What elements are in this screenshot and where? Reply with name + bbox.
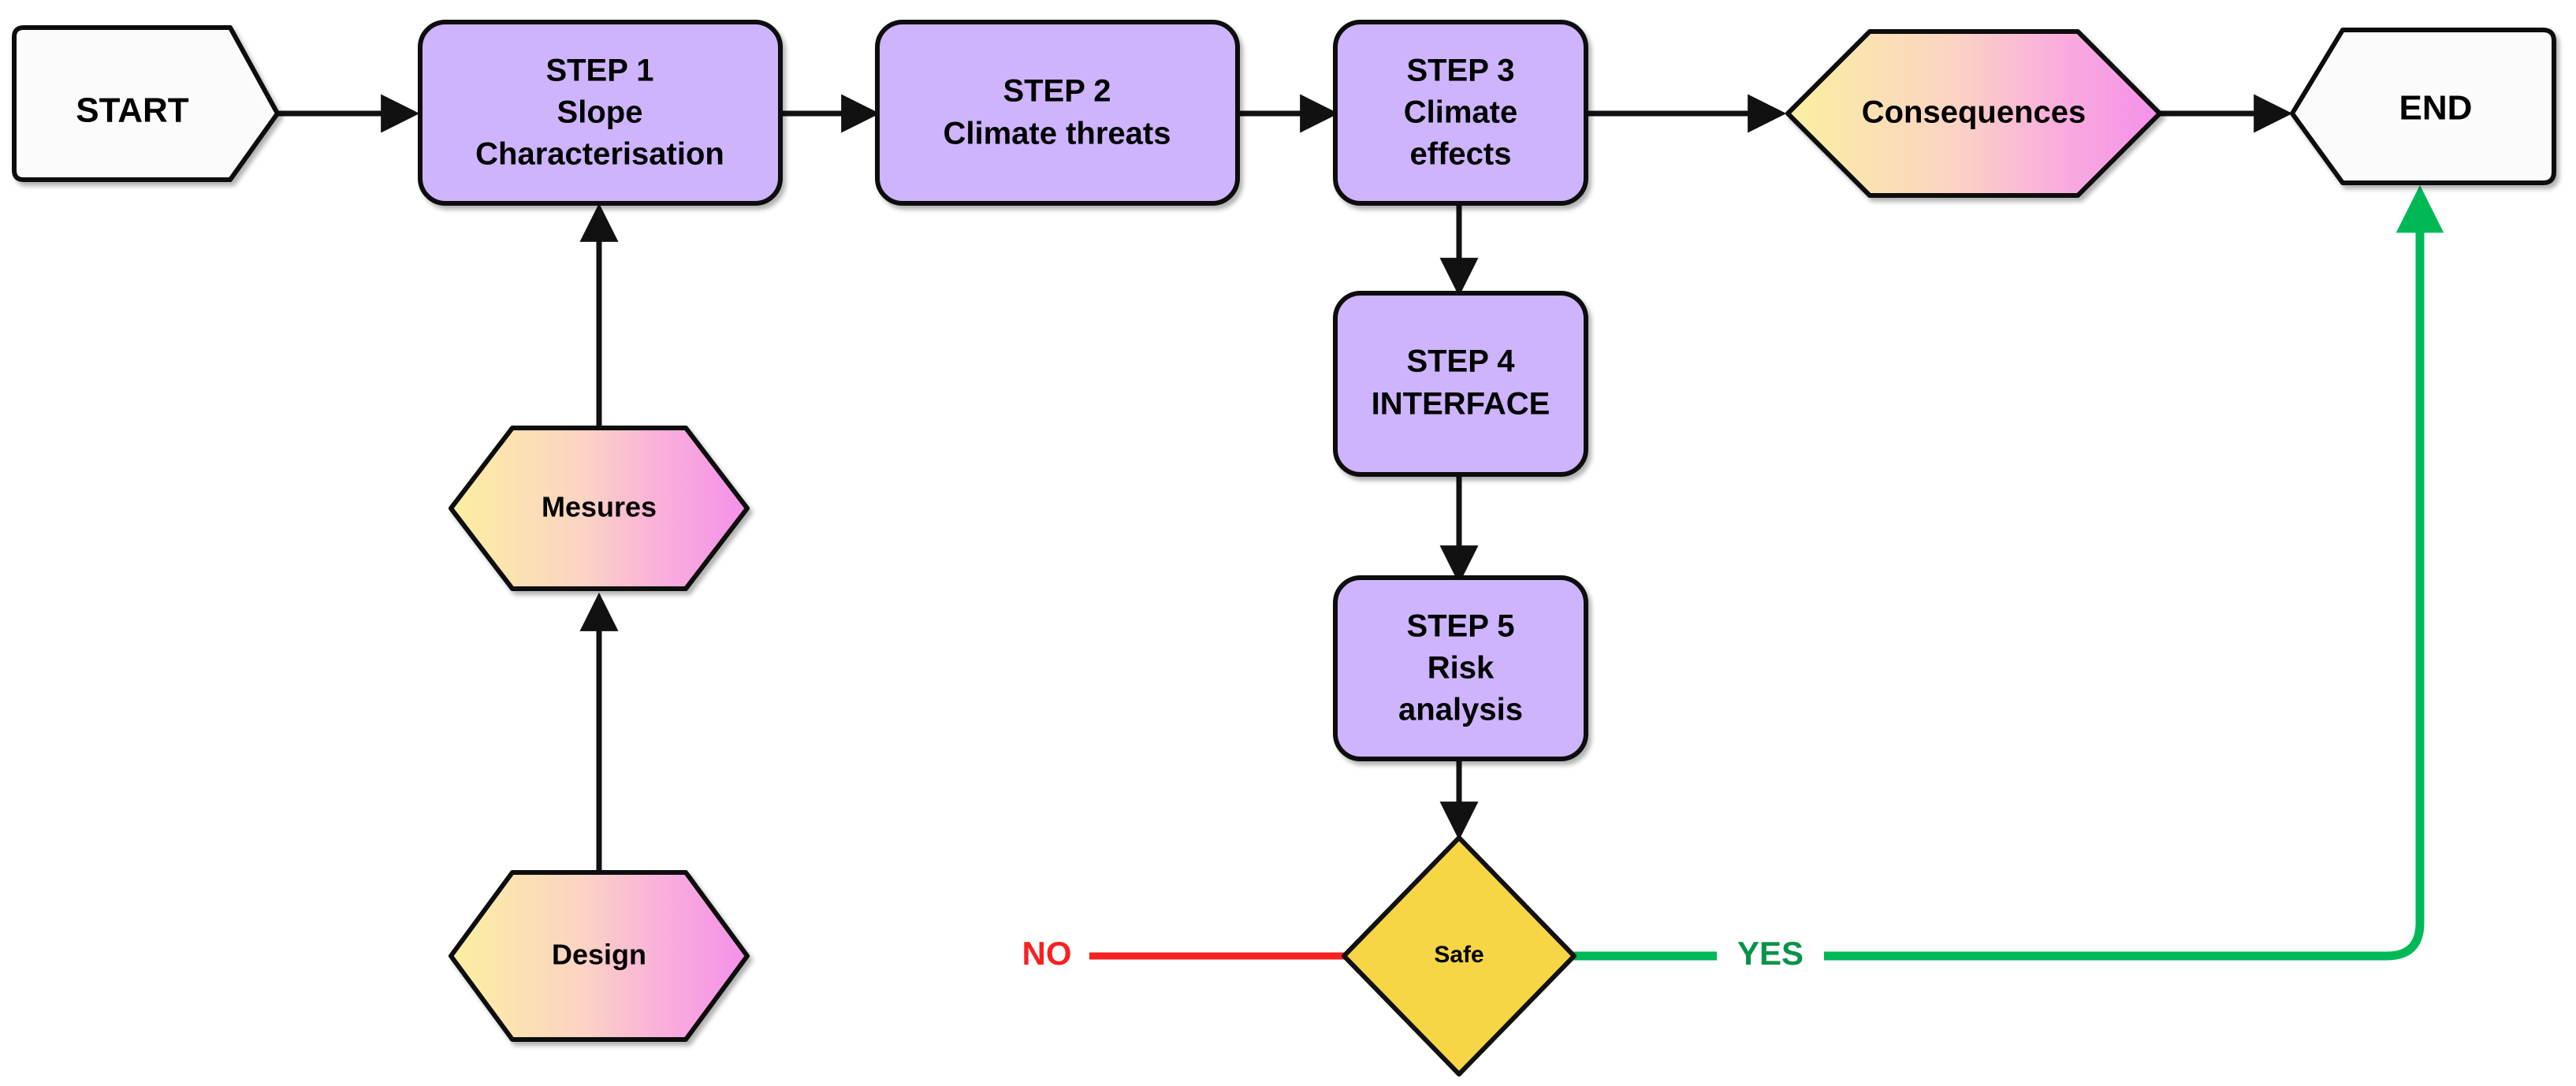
start-shape [12,25,280,182]
consequences-shape [1785,29,2162,198]
design-shape [449,870,750,1042]
node-consequences[interactable]: Consequences [1785,29,2162,198]
safe-shape [1342,835,1576,1077]
no-label-backdrop [1004,932,1089,980]
node-design[interactable]: Design [449,870,750,1042]
step2-shape [875,20,1240,206]
node-start[interactable]: START [12,25,280,182]
mesures-shape [449,426,750,591]
node-mesures[interactable]: Mesures [449,426,750,591]
node-safe[interactable]: Safe [1342,835,1576,1077]
step4-shape [1333,291,1588,477]
end-shape [2290,28,2556,185]
node-step4[interactable]: STEP 4 INTERFACE [1333,291,1588,477]
node-end[interactable]: END [2290,28,2556,185]
node-step2[interactable]: STEP 2 Climate threats [875,20,1240,206]
edge-label-yes: YES [1737,935,1804,972]
yes-label-backdrop [1717,932,1824,980]
step5-shape [1333,575,1588,761]
node-step1[interactable]: STEP 1 Slope Characterisation [418,20,783,206]
edge-label-no: NO [1022,935,1072,972]
edge-safe-end-yes [1573,184,2444,961]
node-step5[interactable]: STEP 5 Risk analysis [1333,575,1588,761]
edge-labels-layer: NO YES [1004,932,1824,980]
step1-shape [418,20,783,206]
node-step3[interactable]: STEP 3 Climate effects [1333,20,1588,206]
step3-shape [1333,20,1588,206]
